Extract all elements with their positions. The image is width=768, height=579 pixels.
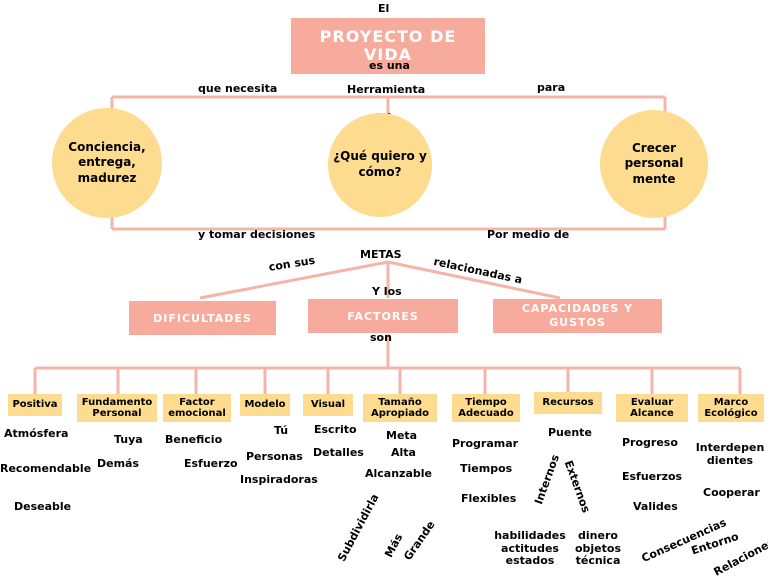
connector-herramienta: Herramienta — [347, 83, 426, 96]
cat-evaluar-alcance: Evaluar Alcance — [616, 394, 688, 422]
item-meta: Meta — [386, 429, 418, 442]
connector-son: son — [370, 331, 392, 344]
circle-crecer: Crecer personal mente — [600, 110, 708, 218]
item-beneficio: Beneficio — [165, 433, 223, 446]
item-deseable: Deseable — [14, 500, 72, 513]
item-progreso: Progreso — [622, 436, 678, 449]
cat-positiva: Positiva — [8, 394, 62, 416]
circle-crecer-text: Crecer personal mente — [624, 140, 684, 186]
item-recomendable: Recomendable — [0, 462, 92, 475]
item-flexibles: Flexibles — [461, 492, 517, 505]
box-factores: FACTORES — [308, 299, 458, 333]
box-capacidades: CAPACIDADES Y GUSTOS — [493, 299, 662, 333]
cat-modelo: Modelo — [240, 394, 290, 416]
metas-label: METAS — [360, 248, 402, 261]
item-cooperar: Cooperar — [703, 486, 760, 499]
title-box: PROYECTO DE VIDA — [291, 18, 485, 74]
cat-tiempo-adecuado: Tiempo Adecuado — [452, 394, 520, 422]
box-dificultades-text: DIFICULTADES — [153, 311, 252, 325]
item-tu: Tú — [274, 424, 289, 437]
connector-por-medio-de: Por medio de — [487, 228, 570, 241]
connector-para: para — [537, 81, 566, 94]
item-alcanzable: Alcanzable — [365, 467, 432, 480]
item-recursos-externos-detalle: dinero objetos técnica — [574, 529, 622, 568]
box-dificultades: DIFICULTADES — [129, 301, 276, 335]
cat-marco-ecologico: Marco Ecológico — [698, 394, 764, 422]
title-text: PROYECTO DE VIDA — [319, 27, 457, 64]
cat-fundamento-personal: Fundamento Personal — [77, 394, 157, 422]
item-recursos-internos-detalle: habilidades actitudes estados — [494, 529, 566, 568]
item-esfuerzo: Esfuerzo — [184, 457, 238, 470]
cat-factor-emocional: Factor emocional — [163, 394, 231, 422]
cat-visual: Visual — [303, 394, 353, 416]
cat-recursos: Recursos — [534, 392, 602, 414]
circle-que-quiero-text: ¿Qué quiero y cómo? — [333, 149, 427, 179]
circle-que-quiero: ¿Qué quiero y cómo? — [328, 113, 432, 217]
circle-conciencia: Conciencia, entrega, madurez — [52, 108, 162, 218]
item-alta: Alta — [391, 446, 416, 459]
title-prefix: El — [378, 2, 390, 15]
item-atmosfera: Atmósfera — [4, 427, 69, 440]
box-factores-text: FACTORES — [347, 309, 419, 323]
item-valides: Valides — [633, 500, 678, 513]
item-tuya: Tuya — [114, 433, 143, 446]
connector-que-necesita: que necesita — [198, 82, 278, 95]
item-inspiradoras: Inspiradoras — [240, 473, 318, 486]
item-escrito: Escrito — [314, 423, 357, 436]
item-demas: Demás — [97, 457, 140, 470]
item-interdependientes: Interdepen dientes — [695, 441, 765, 467]
connector-tomar-decisiones: y tomar decisiones — [198, 228, 316, 241]
title-suffix: es una — [369, 59, 410, 72]
item-programar: Programar — [452, 437, 519, 450]
circle-conciencia-text: Conciencia, entrega, madurez — [68, 139, 146, 185]
item-esfuerzos: Esfuerzos — [622, 470, 683, 483]
item-detalles: Detalles — [313, 446, 364, 459]
connector-y-los: Y los — [372, 285, 402, 298]
cat-tamano-apropiado: Tamaño Apropiado — [363, 394, 437, 422]
item-puente: Puente — [548, 426, 592, 439]
item-tiempos: Tiempos — [460, 462, 513, 475]
box-capacidades-text: CAPACIDADES Y GUSTOS — [521, 302, 634, 329]
item-personas: Personas — [246, 450, 303, 463]
